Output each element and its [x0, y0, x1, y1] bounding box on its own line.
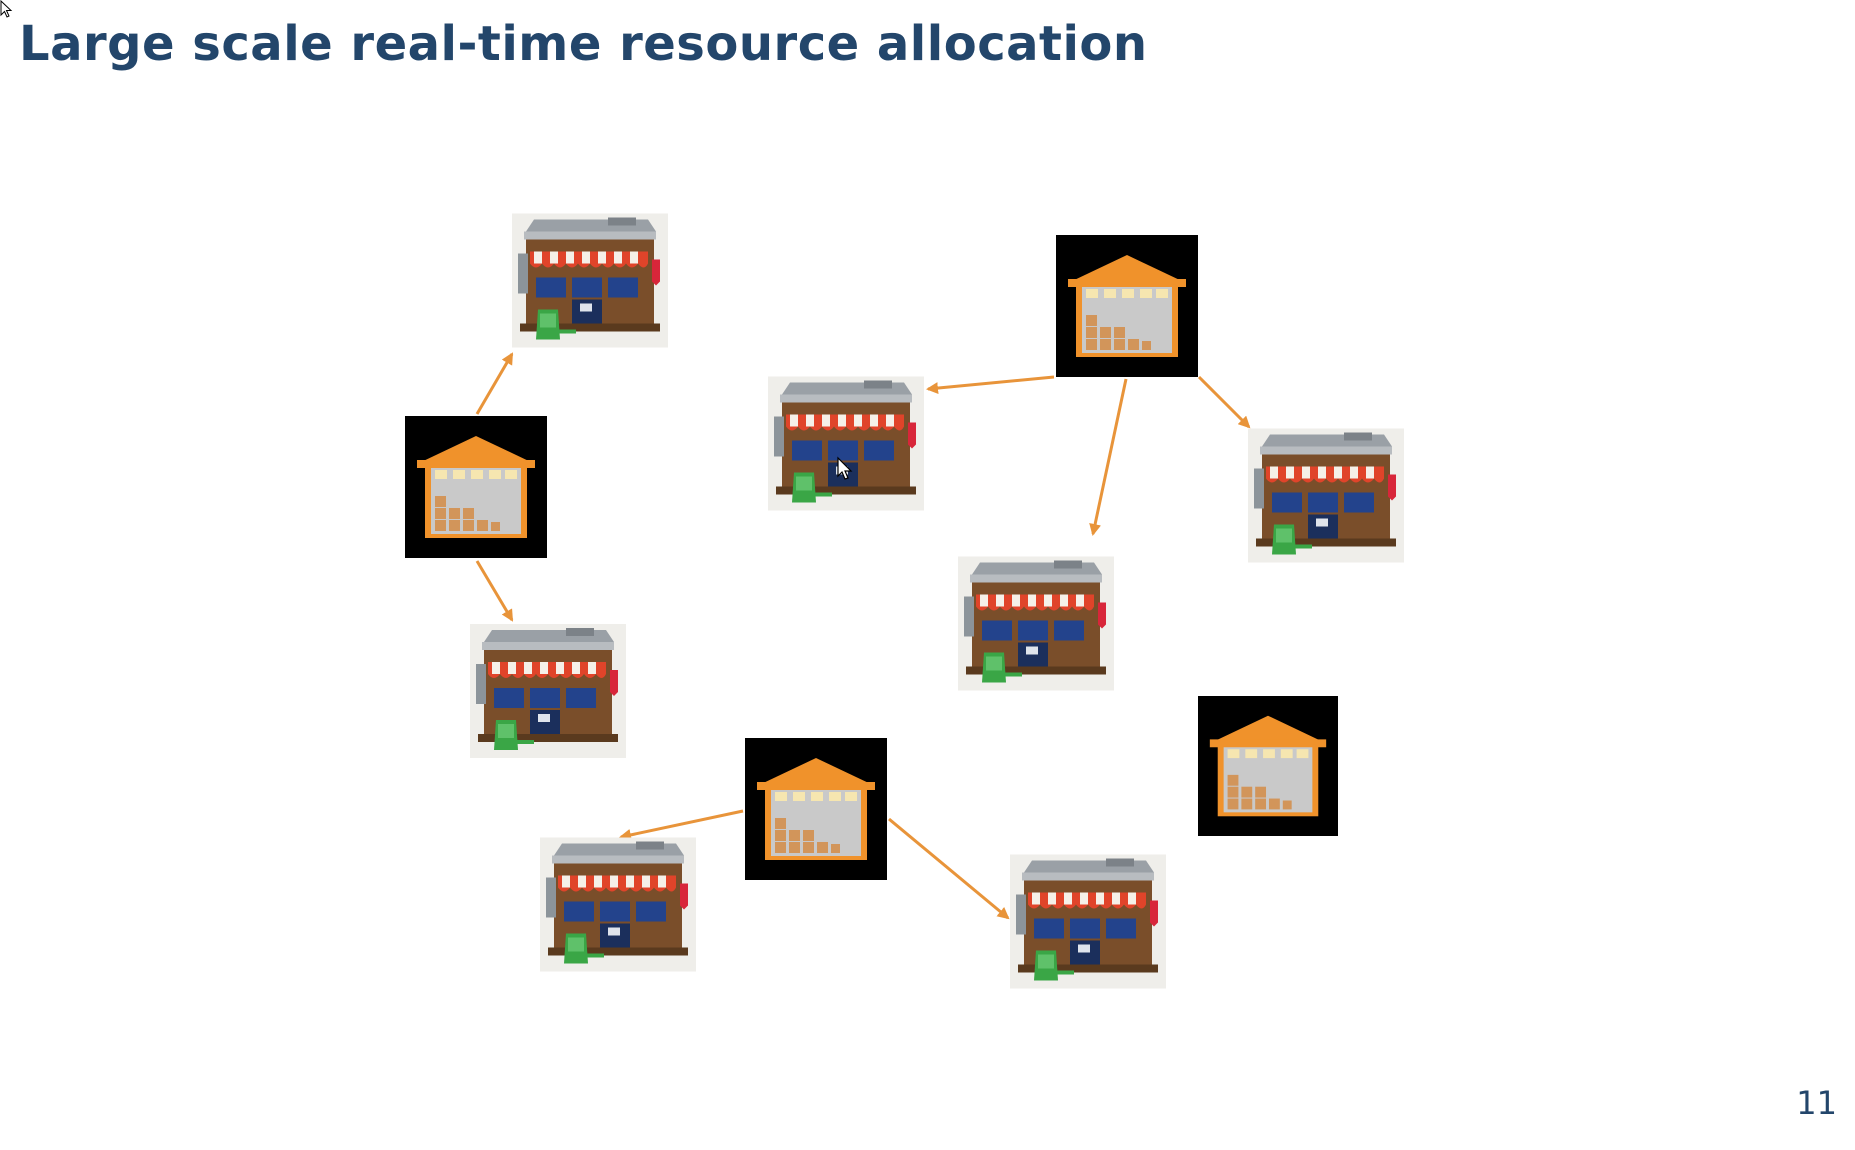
warehouse-icon-warehouse-4	[1198, 696, 1338, 836]
store-icon-store-5	[1248, 428, 1404, 563]
arrow-warehouse-2-to-store-5	[1197, 375, 1251, 429]
store-icon-store-3	[768, 376, 924, 511]
nodes-group	[405, 213, 1404, 989]
slide-title: Large scale real-time resource allocatio…	[19, 16, 1148, 72]
arrow-warehouse-3-to-store-6	[619, 809, 744, 841]
warehouse-icon-warehouse-1	[405, 416, 547, 558]
arrow-warehouse-2-to-store-3	[926, 375, 1055, 395]
store-icon-store-7	[1010, 854, 1166, 989]
warehouse-icon-warehouse-2	[1056, 235, 1198, 377]
store-icon-store-6	[540, 837, 696, 972]
arrows-group	[475, 352, 1251, 920]
store-icon-store-1	[512, 213, 668, 348]
page-number: 11	[1796, 1084, 1837, 1122]
arrow-warehouse-2-to-store-4	[1089, 378, 1128, 536]
store-icon-store-2	[470, 624, 626, 758]
arrow-warehouse-3-to-store-7	[888, 817, 1010, 920]
mouse-cursor-icon	[0, 0, 13, 18]
arrow-warehouse-1-to-store-1	[475, 352, 514, 415]
arrow-warehouse-1-to-store-2	[475, 560, 514, 622]
store-icon-store-4	[958, 556, 1114, 691]
warehouse-icon-warehouse-3	[745, 738, 887, 880]
mouse-pointer-icon	[837, 456, 853, 480]
